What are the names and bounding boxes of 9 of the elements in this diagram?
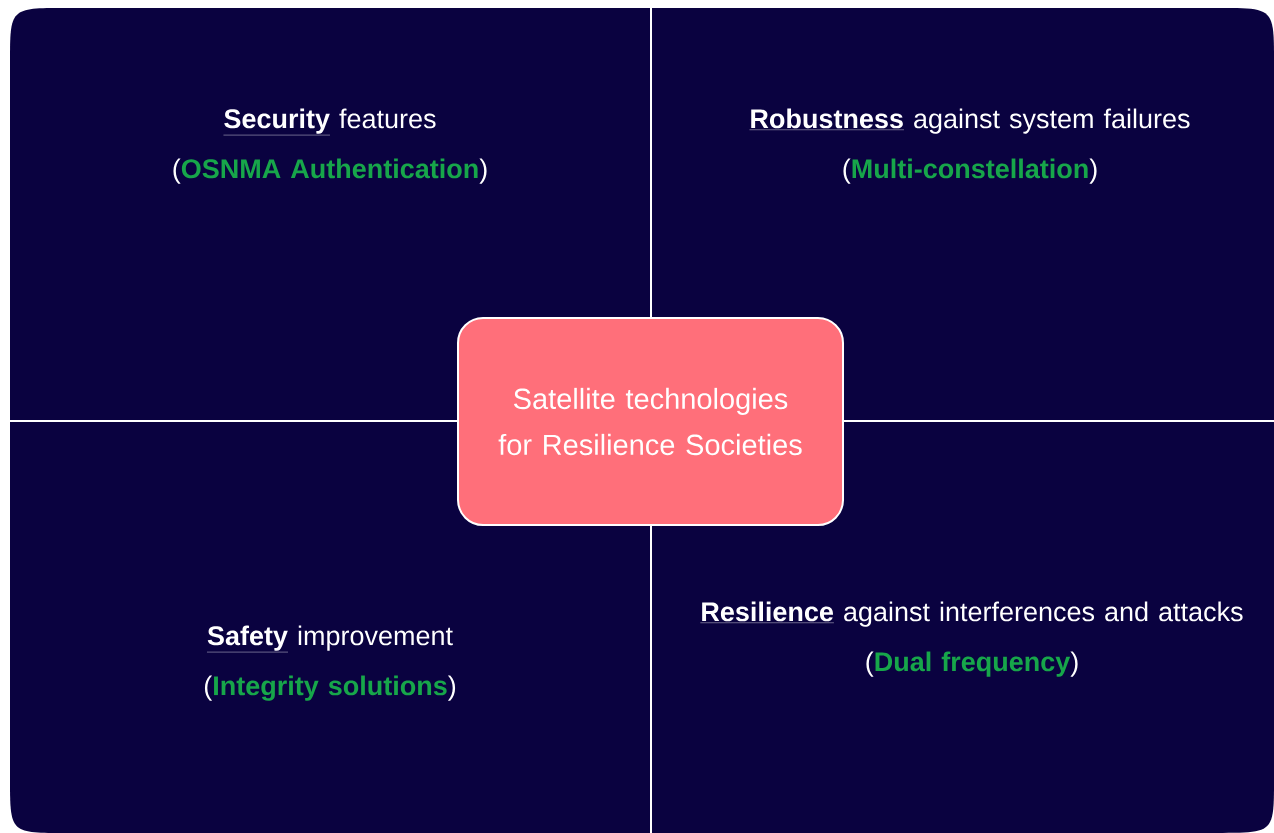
node-label: (Dual frequency) <box>866 651 1078 677</box>
node-label: Safety improvement <box>207 625 453 651</box>
node-label: Security features <box>224 108 436 134</box>
node-label: Resilience against interferences and attacks <box>702 601 1243 627</box>
node-label: (Multi-constellation) <box>843 158 1097 184</box>
node-label: (OSNMA Authentication) <box>173 158 487 184</box>
center-box: Satellite technologies for Resilience Societies <box>457 317 844 526</box>
node-label: Robustness against system failures <box>751 108 1190 134</box>
node-label: (Integrity solutions) <box>204 675 456 701</box>
